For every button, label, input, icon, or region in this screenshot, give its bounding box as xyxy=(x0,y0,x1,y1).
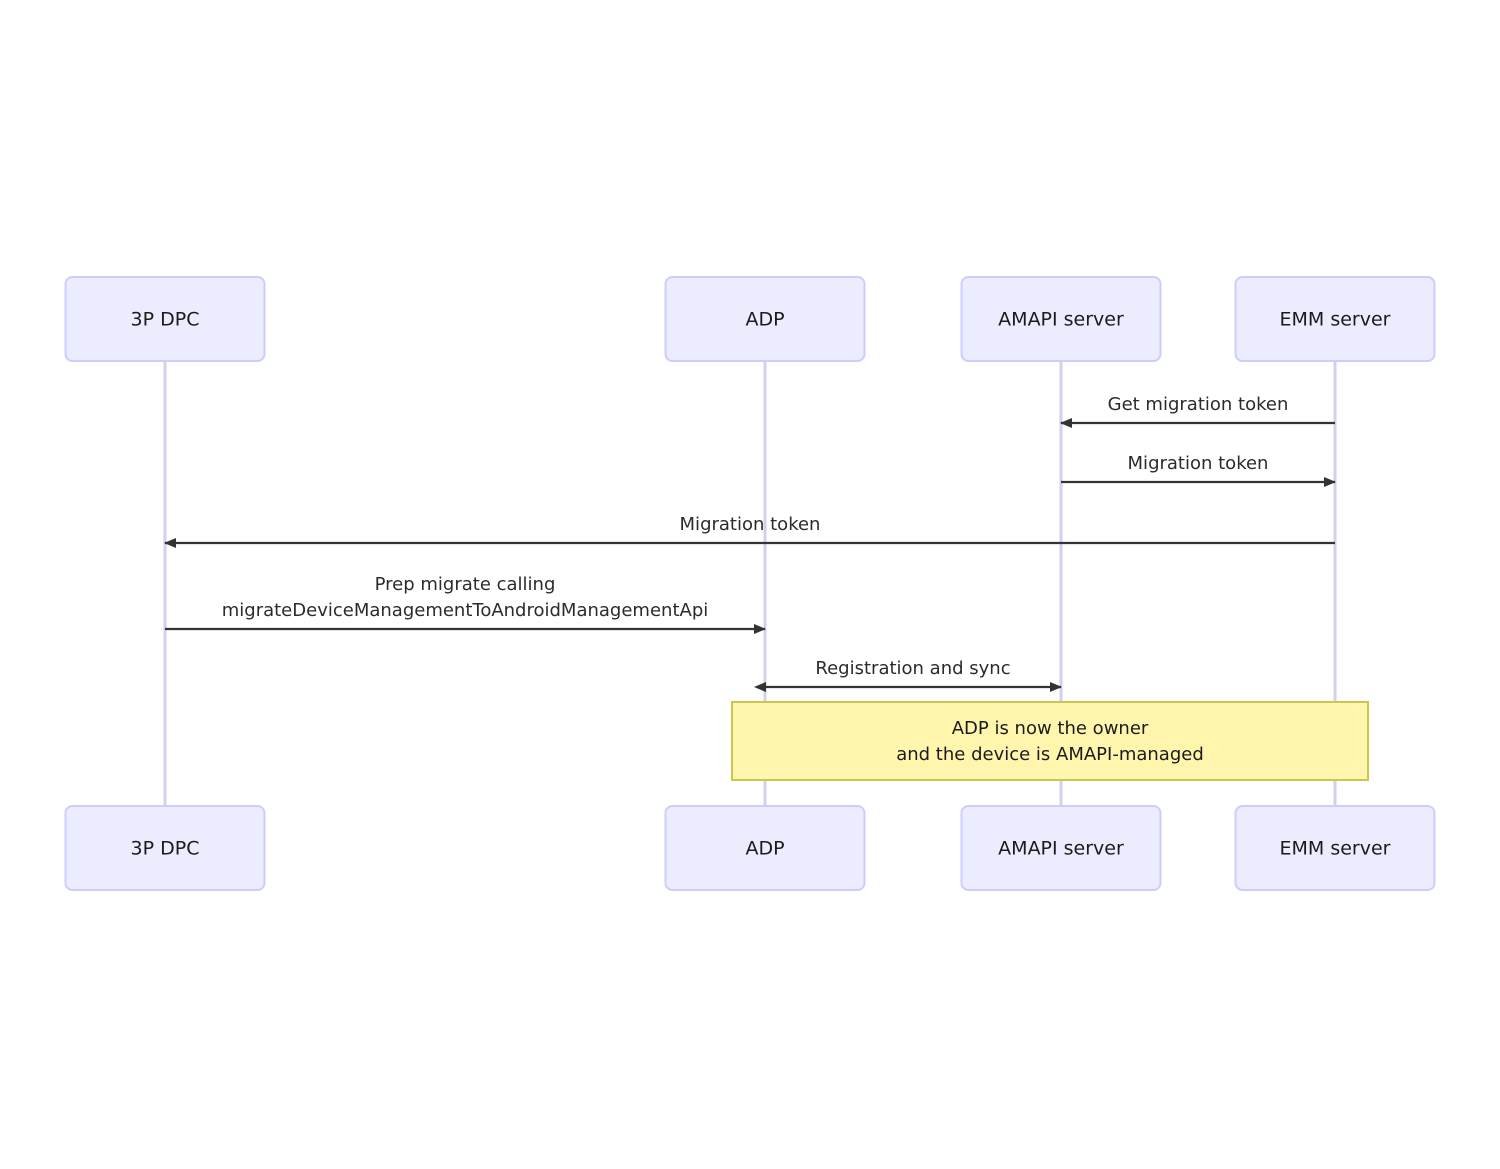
participant-top-dpc[interactable]: 3P DPC xyxy=(64,276,266,362)
message-3-emm-to-dpc: Migration token xyxy=(164,514,1335,548)
participant-label: ADP xyxy=(745,838,784,860)
message-5-adp-to-amapi: Registration and sync xyxy=(754,658,1062,692)
participant-box xyxy=(960,805,1162,891)
participant-box xyxy=(1234,805,1436,891)
message-1-emm-to-amapi: Get migration token xyxy=(1060,394,1335,428)
participant-box xyxy=(664,276,866,362)
participant-box xyxy=(64,805,266,891)
note-text-line: ADP is now the owner xyxy=(952,718,1149,739)
message-label-line: Migration token xyxy=(680,514,821,535)
message-label-line: Registration and sync xyxy=(815,658,1010,679)
participant-box xyxy=(960,276,1162,362)
note-text-line: and the device is AMAPI-managed xyxy=(896,744,1204,765)
message-2-amapi-to-emm: Migration token xyxy=(1061,453,1336,487)
participant-top-emm[interactable]: EMM server xyxy=(1234,276,1436,362)
message-4-dpc-to-adp: Prep migrate calling migrateDeviceManagem… xyxy=(165,574,766,634)
participant-box xyxy=(664,805,866,891)
participant-bottom-adp[interactable]: ADP xyxy=(664,805,866,891)
participant-label: 3P DPC xyxy=(131,309,200,331)
participant-box xyxy=(1234,276,1436,362)
participant-bottom-amapi[interactable]: AMAPI server xyxy=(960,805,1162,891)
participant-label: 3P DPC xyxy=(131,838,200,860)
participant-label: AMAPI server xyxy=(998,309,1124,331)
participant-top-amapi[interactable]: AMAPI server xyxy=(960,276,1162,362)
actors-bottom-group: 3P DPC ADP AMAPI server EMM server xyxy=(64,805,1436,891)
message-label-line: Get migration token xyxy=(1108,394,1289,415)
actors-top-group: 3P DPC ADP AMAPI server EMM server xyxy=(64,276,1436,362)
participant-label: EMM server xyxy=(1280,309,1391,331)
participant-top-adp[interactable]: ADP xyxy=(664,276,866,362)
message-label-line: Migration token xyxy=(1128,453,1269,474)
note-1: ADP is now the owner and the device is AM… xyxy=(731,701,1369,781)
message-label-line: migrateDeviceManagementToAndroidManageme… xyxy=(222,600,709,621)
message-label-line: Prep migrate calling xyxy=(375,574,556,595)
note-box xyxy=(731,701,1369,781)
participant-label: AMAPI server xyxy=(998,838,1124,860)
participant-label: EMM server xyxy=(1280,838,1391,860)
participant-bottom-emm[interactable]: EMM server xyxy=(1234,805,1436,891)
participant-label: ADP xyxy=(745,309,784,331)
notes-group: ADP is now the owner and the device is AM… xyxy=(731,701,1369,781)
participant-bottom-dpc[interactable]: 3P DPC xyxy=(64,805,266,891)
participant-box xyxy=(64,276,266,362)
